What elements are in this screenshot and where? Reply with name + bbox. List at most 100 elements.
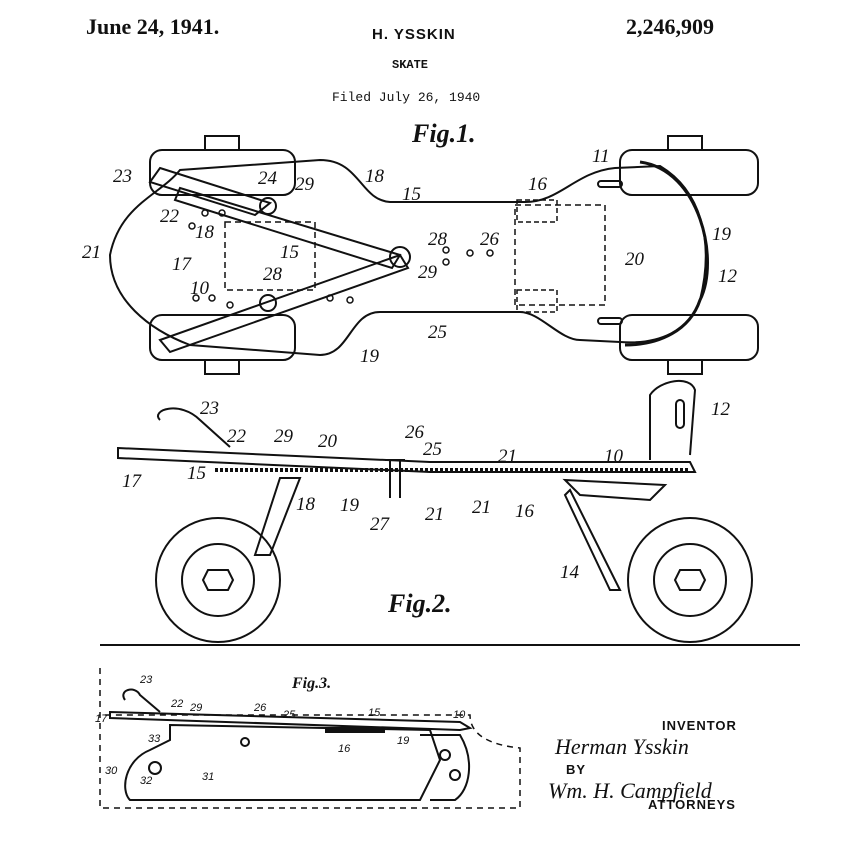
clip-16 [516, 199, 558, 223]
fig1-label-19: 19 [360, 346, 380, 367]
fig2-label-21: 21 [425, 504, 444, 525]
fig2-label-15: 15 [187, 463, 206, 484]
fig1-label-10: 10 [190, 278, 210, 299]
fig1-label-20: 20 [625, 249, 645, 270]
fig2-label-14: 14 [560, 562, 580, 583]
fig1-drawing: Fig.1. [108, 119, 759, 375]
clip-16-b [516, 289, 558, 313]
fig1-label-28: 28 [263, 264, 283, 285]
fig3-label-10: 10 [453, 709, 466, 721]
fig3-label-31: 31 [202, 771, 214, 783]
patent-date: June 24, 1941. [86, 14, 220, 39]
fig2-label-10: 10 [604, 446, 624, 467]
rear-wheel [155, 517, 281, 643]
inventor-name: H. YSSKIN [372, 26, 456, 43]
fig1-label-16: 16 [528, 174, 548, 195]
fig1-label-21: 21 [82, 242, 101, 263]
rear-wheel-hub [181, 543, 255, 617]
fig1-label-29: 29 [295, 174, 315, 195]
fig2-label-18: 18 [296, 494, 316, 515]
front-truck-14 [563, 488, 622, 591]
fig3-front-bracket [420, 734, 471, 801]
slot-11 [597, 180, 623, 188]
patent-title: SKATE [392, 58, 429, 72]
front-truck-plate [562, 478, 668, 502]
fig2-label-20: 20 [318, 431, 338, 452]
axle-nut-rear-bottom [204, 359, 240, 375]
fig3-label-23: 23 [139, 674, 153, 686]
fig1-label-25: 25 [428, 322, 447, 343]
slot-11-b [597, 317, 623, 325]
fig3-dashed-frame [99, 668, 521, 809]
fig2-label-22: 22 [227, 426, 247, 447]
fig2-label-19: 19 [340, 495, 360, 516]
attorney-signature: Wm. H. Campfield [548, 778, 712, 803]
fig3-label-29: 29 [189, 702, 202, 714]
sole-plate [117, 446, 697, 473]
fig1-title: Fig.1. [411, 119, 476, 148]
heel-pad-dashed [224, 221, 316, 291]
fig3-plate [109, 710, 473, 732]
fig3-label-32: 32 [140, 775, 152, 787]
fig1-label-22: 22 [160, 206, 180, 227]
pivot-29-top [259, 197, 277, 215]
fig3-hole-2 [449, 769, 461, 781]
fig2-label-17: 17 [122, 471, 143, 492]
axle-nut-rear-top [204, 135, 240, 151]
toggle-arm-top [148, 166, 273, 217]
pivot-26 [389, 246, 411, 268]
fig2-drawing: Fig.2. [100, 379, 800, 646]
fig3-rivet [240, 737, 250, 747]
rear-axle-nut [201, 569, 235, 591]
fig2-label-29: 29 [274, 426, 294, 447]
fig1-label-28: 28 [428, 229, 448, 250]
front-wheel-top [619, 149, 759, 196]
attorneys-label: ATTORNEYS [648, 797, 736, 812]
fig2-label-23: 23 [200, 398, 219, 419]
fig3-label-26: 26 [253, 702, 267, 714]
fig2-label-16: 16 [515, 501, 535, 522]
fig3-label-30: 30 [105, 765, 118, 777]
fig2-label-27: 27 [370, 514, 391, 535]
front-pad-dashed [514, 204, 606, 306]
inventor-heading: INVENTOR [662, 718, 737, 733]
fig3-label-17: 17 [95, 713, 108, 725]
fig3-housing [124, 723, 442, 801]
fig1-label-24: 24 [258, 168, 278, 189]
rear-truck [253, 477, 302, 556]
fig3-label-16: 16 [338, 743, 351, 755]
fig1-label-18: 18 [195, 222, 215, 243]
fig1-label-12: 12 [718, 266, 738, 287]
pivot-29-bottom [259, 294, 277, 312]
heel-strap-23 [157, 407, 231, 448]
fig1-label-19: 19 [712, 224, 732, 245]
fig1-label-17: 17 [172, 254, 193, 275]
foot-plate [108, 158, 707, 357]
toggle-link-top [173, 186, 402, 270]
fig2-title: Fig.2. [387, 589, 452, 618]
fig2-label-21: 21 [498, 446, 517, 467]
fig2-label-25: 25 [423, 439, 442, 460]
by-label: BY [566, 762, 587, 777]
fig1-label-15: 15 [402, 184, 421, 205]
fig3-label-15: 15 [368, 707, 381, 719]
axle-nut-front-bottom [667, 359, 703, 375]
fig3-label-25: 25 [282, 709, 296, 721]
fig2-label-12: 12 [711, 399, 731, 420]
fig3-title: Fig.3. [291, 675, 331, 692]
fig3-label-33: 33 [148, 733, 161, 745]
front-wheel-hub [653, 543, 727, 617]
toggle-link-bottom [158, 253, 410, 354]
fig3-hatch [325, 727, 385, 733]
fig2-label-26: 26 [405, 422, 425, 443]
toe-slot [675, 399, 685, 429]
fig1-label-11: 11 [592, 146, 610, 167]
inventor-signature: Herman Ysskin [555, 734, 689, 759]
toe-clamp-12 [649, 379, 697, 460]
fig3-pin-32 [148, 761, 162, 775]
fig3-label-22: 22 [170, 698, 183, 710]
